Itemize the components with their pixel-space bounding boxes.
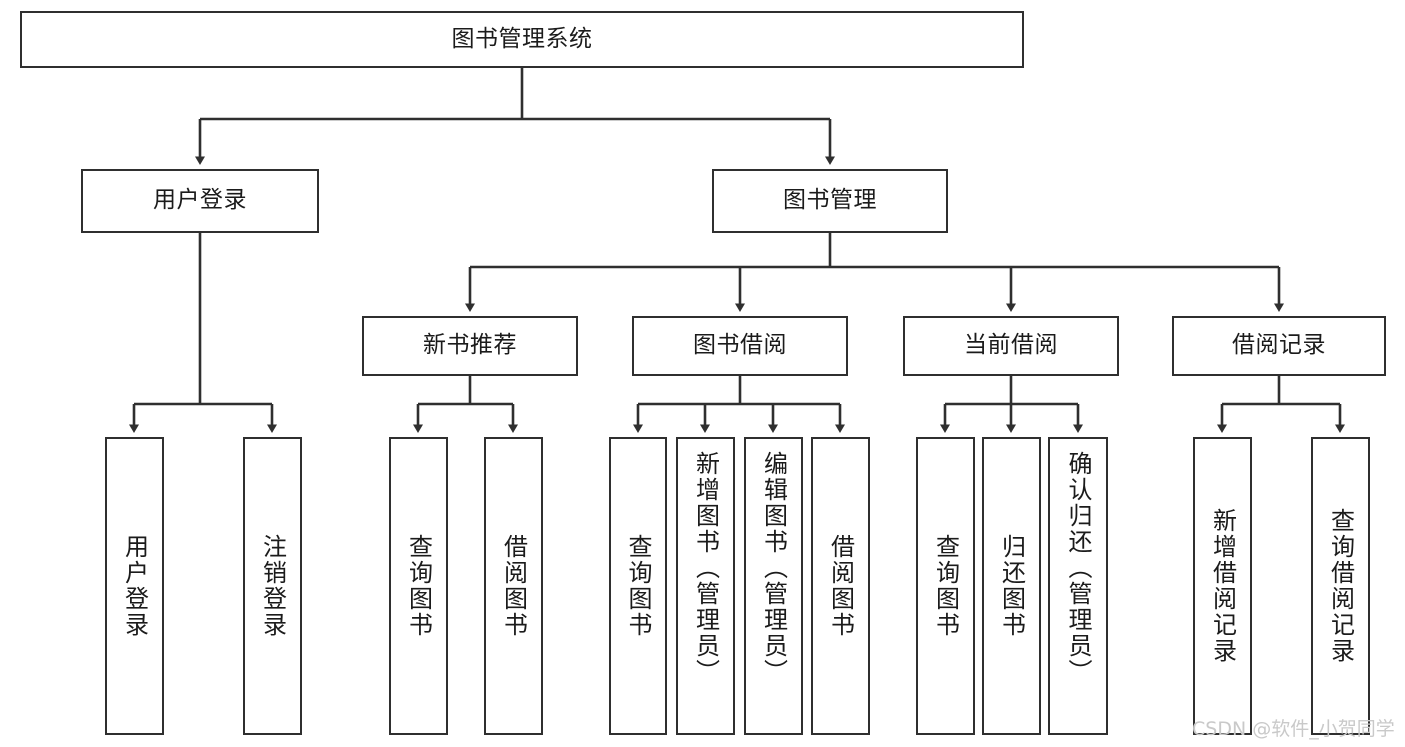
node-borrow-record-label: 借阅记录 [1232, 332, 1326, 359]
node-root-label: 图书管理系统 [451, 25, 593, 52]
node-leaf-query-book-3-label: 查询图书 [931, 534, 960, 638]
node-leaf-confirm-return-label: 确认归还（管理员） [1064, 451, 1092, 685]
node-leaf-return-book-label: 归还图书 [997, 534, 1026, 638]
node-leaf-user-logout[interactable]: 注销登录 [243, 437, 302, 735]
node-borrow-record[interactable]: 借阅记录 [1172, 316, 1386, 376]
node-root[interactable]: 图书管理系统 [20, 11, 1024, 68]
node-leaf-confirm-return[interactable]: 确认归还（管理员） [1048, 437, 1108, 735]
node-current-borrow[interactable]: 当前借阅 [903, 316, 1119, 376]
node-leaf-query-book-1-label: 查询图书 [404, 534, 433, 638]
node-leaf-return-book[interactable]: 归还图书 [982, 437, 1041, 735]
node-new-book-rec-label: 新书推荐 [423, 332, 517, 359]
node-leaf-user-login[interactable]: 用户登录 [105, 437, 164, 735]
node-leaf-query-record[interactable]: 查询借阅记录 [1311, 437, 1370, 735]
node-leaf-edit-book-label: 编辑图书（管理员） [759, 451, 788, 685]
node-book-borrow[interactable]: 图书借阅 [632, 316, 848, 376]
node-leaf-add-book[interactable]: 新增图书（管理员） [676, 437, 735, 735]
node-book-borrow-label: 图书借阅 [693, 332, 787, 359]
node-leaf-add-record-label: 新增借阅记录 [1208, 508, 1237, 664]
node-leaf-query-book-3[interactable]: 查询图书 [916, 437, 975, 735]
node-leaf-query-book-2-label: 查询图书 [624, 534, 652, 638]
node-user-login[interactable]: 用户登录 [81, 169, 319, 233]
node-leaf-borrow-book-2-label: 借阅图书 [826, 534, 855, 638]
watermark: CSDN @软件_小贺同学 [1192, 718, 1395, 740]
node-book-manage[interactable]: 图书管理 [712, 169, 948, 233]
node-leaf-borrow-book-1-label: 借阅图书 [499, 534, 528, 638]
node-leaf-query-book-2[interactable]: 查询图书 [609, 437, 667, 735]
node-leaf-add-record[interactable]: 新增借阅记录 [1193, 437, 1252, 735]
node-leaf-edit-book[interactable]: 编辑图书（管理员） [744, 437, 803, 735]
node-leaf-query-book-1[interactable]: 查询图书 [389, 437, 448, 735]
node-leaf-user-logout-label: 注销登录 [258, 534, 287, 638]
node-book-manage-label: 图书管理 [783, 187, 877, 214]
node-current-borrow-label: 当前借阅 [964, 332, 1058, 359]
node-leaf-query-record-label: 查询借阅记录 [1326, 508, 1355, 664]
node-leaf-borrow-book-1[interactable]: 借阅图书 [484, 437, 543, 735]
node-leaf-user-login-label: 用户登录 [120, 534, 149, 638]
node-user-login-label: 用户登录 [153, 187, 247, 214]
node-new-book-rec[interactable]: 新书推荐 [362, 316, 578, 376]
node-leaf-add-book-label: 新增图书（管理员） [691, 451, 720, 685]
node-leaf-borrow-book-2[interactable]: 借阅图书 [811, 437, 870, 735]
